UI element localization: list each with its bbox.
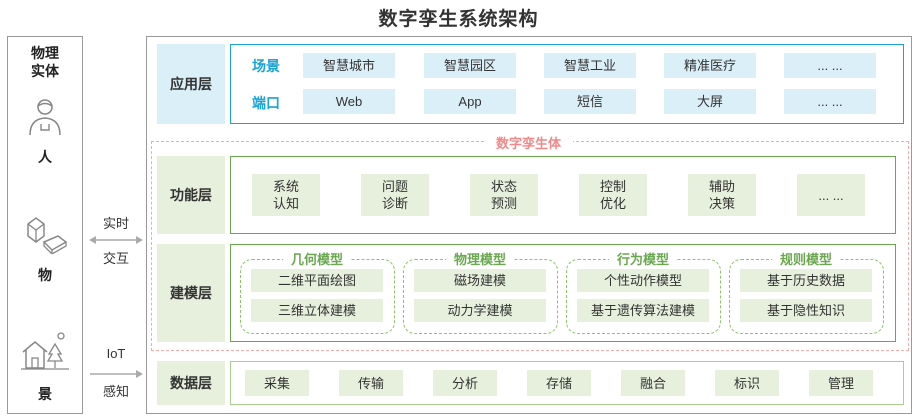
- model-item: 二维平面绘图: [251, 269, 383, 292]
- app-scene-item: 精准医疗: [664, 53, 756, 78]
- model-group-title: 几何模型: [283, 249, 352, 268]
- app-port-item: 大屏: [664, 89, 756, 114]
- app-port-item: ... ...: [784, 89, 876, 114]
- function-item: ... ...: [797, 174, 865, 216]
- scene-row-label: 场景: [252, 58, 280, 74]
- model-item: 基于遗传算法建模: [577, 299, 709, 322]
- data-item: 标识: [715, 370, 779, 396]
- scene-label: 景: [38, 386, 52, 402]
- model-group-title: 物理模型: [446, 249, 515, 268]
- data-item: 融合: [621, 370, 685, 396]
- data-item: 管理: [809, 370, 873, 396]
- app-layer-box: [230, 44, 904, 124]
- data-item: 存储: [527, 370, 591, 396]
- person-label: 人: [38, 149, 52, 165]
- app-port-item: App: [424, 89, 516, 114]
- digital-twin-label: 数字孪生体: [484, 133, 574, 152]
- data-item: 采集: [245, 370, 309, 396]
- object-icon: [24, 214, 68, 256]
- data-layer-label: 数据层: [157, 361, 225, 405]
- app-scene-item: 智慧园区: [424, 53, 516, 78]
- app-port-item: Web: [303, 89, 395, 114]
- model-item: 磁场建模: [414, 269, 546, 292]
- model-group-title: 规则模型: [772, 249, 841, 268]
- function-item: 状态 预测: [470, 174, 538, 216]
- app-scene-item: 智慧工业: [544, 53, 636, 78]
- architecture-frame: [146, 36, 912, 414]
- model-item: 基于历史数据: [740, 269, 872, 292]
- iot-label-top: IoT: [106, 346, 126, 361]
- port-row-label: 端口: [252, 95, 280, 111]
- realtime-label-top: 实时: [102, 216, 129, 231]
- iot-label-bottom: 感知: [102, 384, 129, 399]
- physical-entity-heading: 物理 实体: [31, 45, 59, 79]
- modeling-layer-box: [230, 244, 896, 342]
- modeling-layer-label: 建模层: [157, 244, 225, 342]
- app-port-item: 短信: [544, 89, 636, 114]
- data-item: 分析: [433, 370, 497, 396]
- function-item: 问题 诊断: [361, 174, 429, 216]
- model-item: 基于隐性知识: [740, 299, 872, 322]
- function-item: 控制 优化: [579, 174, 647, 216]
- object-label: 物: [38, 267, 52, 283]
- data-item: 传输: [339, 370, 403, 396]
- function-layer-box: [230, 156, 896, 234]
- app-scene-item: 智慧城市: [303, 53, 395, 78]
- model-item: 动力学建模: [414, 299, 546, 322]
- page-title: 数字孪生系统架构: [378, 9, 539, 30]
- function-item: 系统 认知: [252, 174, 320, 216]
- double-arrow-icon: [88, 232, 144, 244]
- app-layer-label: 应用层: [157, 44, 225, 124]
- data-layer-box: [230, 361, 904, 405]
- app-scene-item: ... ...: [784, 53, 876, 78]
- right-arrow-icon: [88, 366, 144, 378]
- model-item: 三维立体建模: [251, 299, 383, 322]
- model-group-title: 行为模型: [609, 249, 678, 268]
- scene-icon: [21, 330, 69, 372]
- function-layer-label: 功能层: [157, 156, 225, 234]
- person-icon: [27, 97, 63, 137]
- realtime-label-bottom: 交互: [102, 251, 129, 266]
- function-item: 辅助 决策: [688, 174, 756, 216]
- model-item: 个性动作模型: [577, 269, 709, 292]
